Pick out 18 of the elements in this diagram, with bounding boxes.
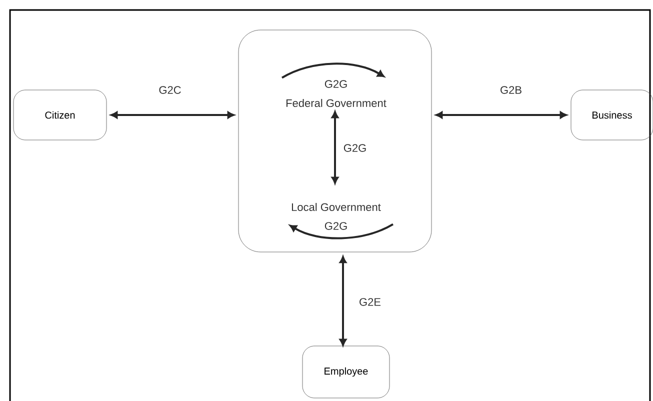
arrow	[436, 111, 567, 119]
edge-label: G2G	[323, 221, 349, 231]
arrow	[282, 62, 384, 79]
edge-label: G2C	[158, 85, 182, 95]
government-box	[238, 30, 432, 252]
arrow	[290, 223, 394, 240]
arrow	[110, 111, 234, 119]
edge-label: G2B	[499, 85, 523, 95]
node-text: Local Government	[292, 202, 381, 212]
edge-label: G2G	[323, 79, 349, 89]
edge-label: G2E	[358, 297, 382, 307]
arrow	[331, 111, 339, 184]
entity-box: Business	[570, 90, 653, 140]
entity-box: Employee	[302, 346, 390, 398]
node-text: Federal Government	[286, 98, 386, 108]
arrow	[339, 256, 347, 346]
entity-box: Citizen	[13, 90, 107, 140]
edge-label: G2G	[342, 143, 368, 153]
